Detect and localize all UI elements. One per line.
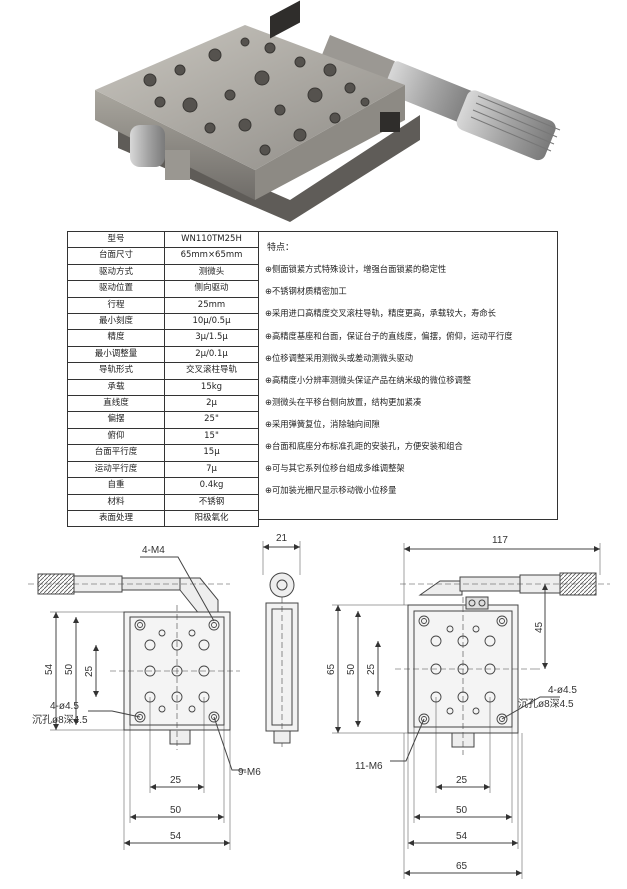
dim-width-center: 25 — [170, 775, 182, 786]
dim-width-inner: 50 — [456, 805, 468, 816]
spec-value: WN110TM25H — [164, 230, 259, 249]
feature-item: ⊕可加装光栅尺显示移动微小位移量 — [265, 485, 397, 495]
lock-knob — [130, 125, 190, 180]
hole-callout-1: 4-ø4.5 — [548, 685, 577, 696]
spec-label: 最小调整量 — [67, 345, 165, 364]
feature-item: ⊕侧面锁紧方式特殊设计，增强台面锁紧的稳定性 — [265, 264, 447, 274]
dim-side-width: 21 — [276, 533, 288, 544]
spec-value: 3μ/1.5μ — [164, 329, 259, 347]
front-view-labels: 4-M4 54 50 25 4-ø4.5 沉孔ø8深4.5 9-M6 25 50… — [32, 545, 261, 842]
dim-height-inner: 50 — [64, 663, 75, 675]
feature-item: ⊕高精度小分辨率测微头保证产品在纳米级的微位移调整 — [265, 375, 472, 385]
dim-height-center: 25 — [84, 665, 95, 677]
spec-label: 材料 — [67, 493, 165, 511]
feature-item: ⊕可与其它系列位移台组成多维调整架 — [265, 463, 405, 473]
spec-label: 最小刻度 — [67, 313, 165, 331]
spec-value: 25mm — [164, 296, 259, 315]
side-view — [262, 541, 301, 747]
spec-value: 2μ — [164, 395, 259, 413]
table-row: 表面处理阳极氧化 — [67, 509, 259, 528]
spec-value: 阳极氧化 — [164, 509, 259, 528]
spec-label: 自重 — [67, 477, 165, 495]
spec-label: 俯仰 — [67, 427, 165, 446]
feature-item: ⊕采用进口高精度交叉滚柱导轨，精度更高，承载较大，寿命长 — [265, 308, 496, 318]
spec-value: 15" — [164, 427, 259, 446]
spec-value: 10μ/0.5μ — [164, 313, 259, 331]
spec-value: 2μ/0.1μ — [164, 345, 259, 364]
hole-callout-1: 4-ø4.5 — [50, 701, 79, 712]
spec-value: 7μ — [164, 460, 259, 479]
spec-label: 直线度 — [67, 395, 165, 413]
thread-callout: 4-M4 — [142, 545, 165, 556]
micrometer-head — [321, 35, 561, 161]
spec-value: 15kg — [164, 378, 259, 397]
spec-value: 65mm×65mm — [164, 247, 259, 265]
features-box: 特点： ⊕侧面锁紧方式特殊设计，增强台面锁紧的稳定性 ⊕不锈钢材质精密加工 ⊕采… — [259, 231, 558, 520]
hole-callout-2: 沉孔ø8深4.5 — [518, 697, 574, 710]
spec-label: 承载 — [67, 378, 165, 397]
spec-label: 驱动方式 — [67, 263, 165, 282]
spec-label: 型号 — [67, 230, 165, 249]
dim-width-middle: 54 — [456, 831, 468, 842]
dim-width-outer: 54 — [170, 831, 182, 842]
front-view — [28, 556, 246, 850]
spec-value: 交叉滚柱导轨 — [164, 362, 259, 380]
dim-height-outer: 65 — [326, 663, 337, 675]
dim-height-center: 25 — [366, 663, 377, 675]
hole-callout-2: 沉孔ø8深4.5 — [32, 713, 88, 726]
feature-item: ⊕测微头在平移台侧向放置，结构更加紧凑 — [265, 397, 422, 407]
spec-label: 驱动位置 — [67, 280, 165, 298]
feature-item: ⊕位移调整采用测微头或差动测微头驱动 — [265, 353, 414, 363]
feature-item: ⊕不锈钢材质精密加工 — [265, 286, 347, 296]
dim-width-center: 25 — [456, 775, 468, 786]
spec-value: 侧向驱动 — [164, 280, 259, 298]
dim-offset: 45 — [534, 621, 545, 633]
feature-item: ⊕采用弹簧复位，消除轴向间隙 — [265, 419, 380, 429]
dim-width-outer: 65 — [456, 861, 468, 872]
feature-item: ⊕台面和底座分布标准孔距的安装孔，方便安装和组合 — [265, 441, 463, 451]
features-title: 特点： — [267, 243, 295, 253]
dim-width-inner: 50 — [170, 805, 182, 816]
dim-total: 117 — [492, 535, 508, 546]
technical-drawing: 4-M4 54 50 25 4-ø4.5 沉孔ø8深4.5 9-M6 25 50… — [28, 533, 610, 879]
spec-label: 精度 — [67, 329, 165, 347]
table-row: 驱动位置侧向驱动 — [67, 280, 259, 298]
spec-value: 不锈钢 — [164, 493, 259, 511]
bottom-callout: 9-M6 — [238, 767, 261, 778]
spec-label: 行程 — [67, 296, 165, 315]
spec-value: 25" — [164, 411, 259, 429]
dim-height-inner: 50 — [346, 663, 357, 675]
spec-label: 台面尺寸 — [67, 247, 165, 265]
spec-value: 测微头 — [164, 263, 259, 282]
spec-label: 运动平行度 — [67, 460, 165, 479]
feature-item: ⊕高精度基座和台面，保证台子的直线度，偏摆，俯仰，运动平行度 — [265, 331, 513, 341]
table-row: 材料不锈钢 — [67, 493, 259, 511]
bottom-callout: 11-M6 — [355, 761, 383, 772]
top-view — [332, 543, 610, 879]
spec-value: 15μ — [164, 444, 259, 462]
spec-value: 0.4kg — [164, 477, 259, 495]
table-row: 驱动方式测微头 — [67, 263, 259, 282]
spec-label: 台面平行度 — [67, 444, 165, 462]
spec-label: 导轨形式 — [67, 362, 165, 380]
top-view-labels: 117 45 65 50 25 4-ø4.5 沉孔ø8深4.5 11-M6 25… — [326, 535, 577, 872]
table-row: 导轨形式交叉滚柱导轨 — [67, 362, 259, 380]
spec-label: 偏摆 — [67, 411, 165, 429]
dim-height-outer: 54 — [44, 663, 55, 675]
product-photo — [95, 0, 561, 222]
